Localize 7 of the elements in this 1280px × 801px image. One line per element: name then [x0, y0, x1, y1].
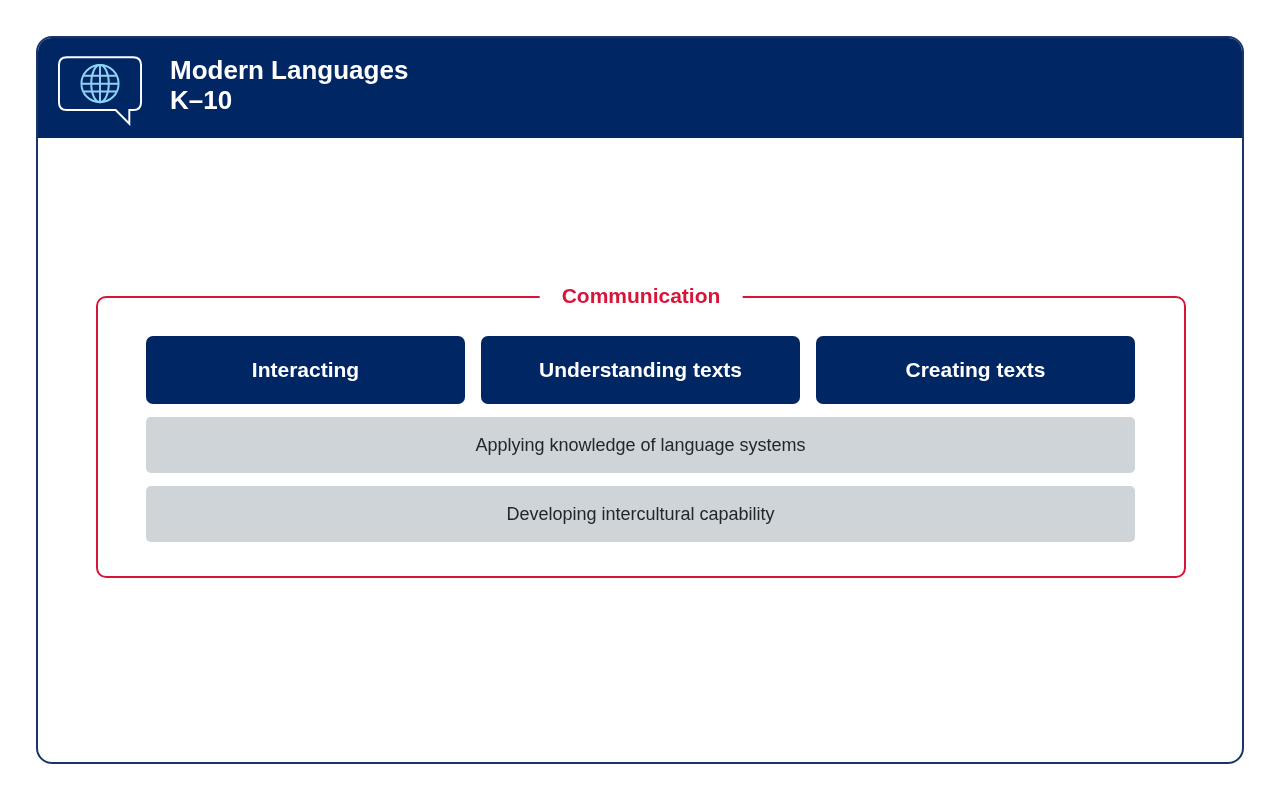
strand-box: Interacting [146, 336, 465, 404]
strand-band: Applying knowledge of language systems [146, 417, 1135, 473]
strand-band: Developing intercultural capability [146, 486, 1135, 542]
panel-card [36, 36, 1244, 764]
strand-box: Creating texts [816, 336, 1135, 404]
panel-heading: Modern Languages K–10 [170, 55, 410, 115]
strand-box: Understanding texts [481, 336, 800, 404]
